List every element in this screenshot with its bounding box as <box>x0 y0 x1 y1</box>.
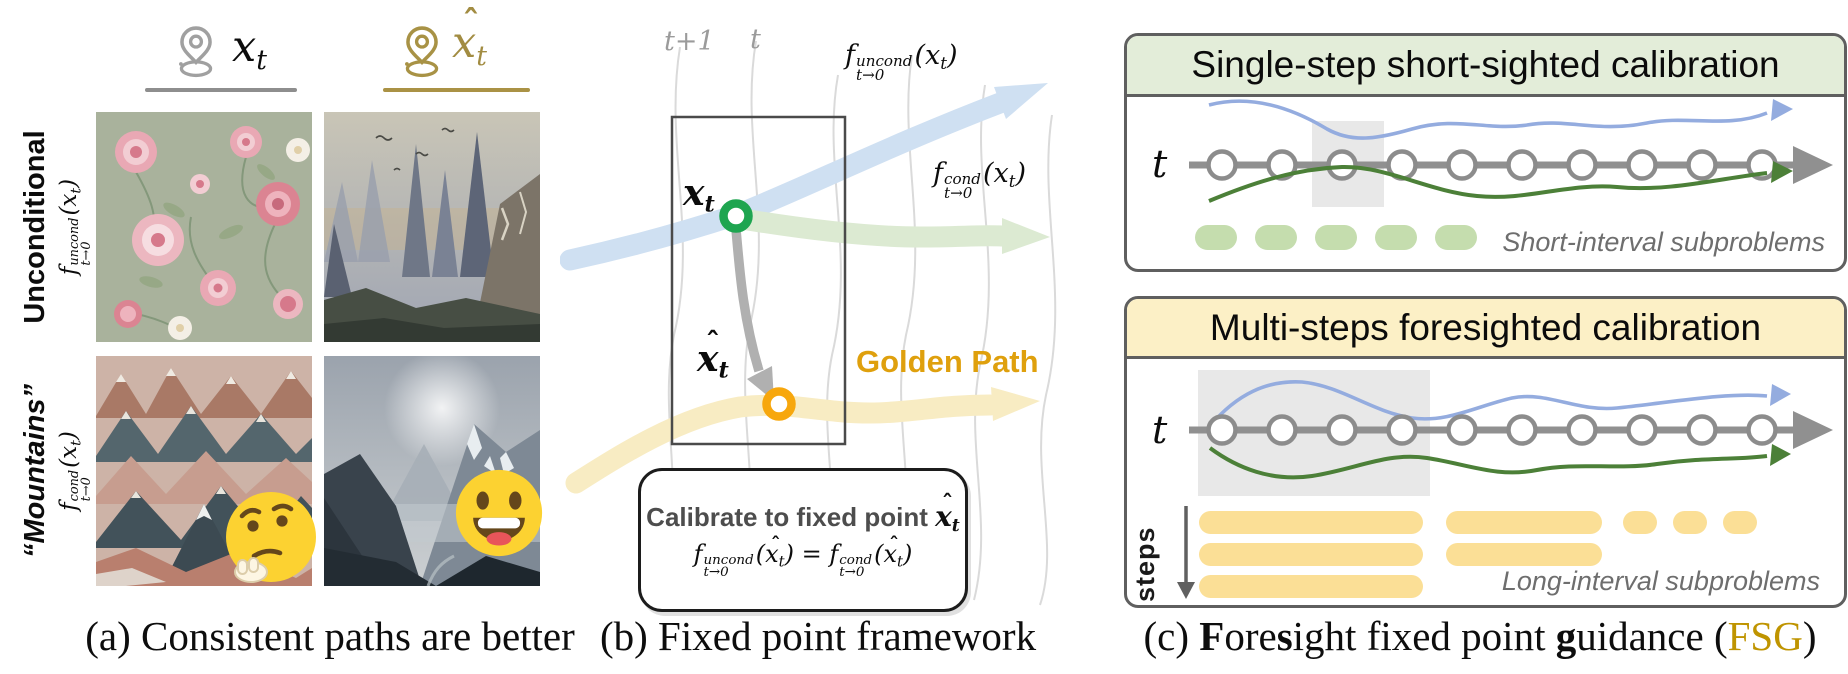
single-step-box: Single-step short-sighted calibration <box>1124 33 1847 272</box>
calibration-arrow <box>731 228 774 401</box>
bottom-timeline-graphic <box>1177 370 1833 599</box>
grinning-face-emoji <box>455 469 543 557</box>
xt-marker <box>719 199 753 233</box>
green-trajectory-top <box>1208 161 1793 203</box>
timeline-top <box>1189 146 1833 184</box>
single-step-title: Single-step short-sighted calibration <box>1191 44 1780 85</box>
steps-axis-arrow <box>1177 506 1195 599</box>
tick-t-plus-1: t+1 <box>664 26 715 57</box>
multi-step-title: Multi-steps foresighted calibration <box>1209 306 1762 348</box>
timeline-bottom <box>1189 411 1833 449</box>
short-interval-note: Short-interval subproblems <box>1502 227 1825 257</box>
fsg-acronym: FSG <box>1727 613 1803 659</box>
mountain-valley-image <box>324 356 543 586</box>
fantasy-landscape-image <box>324 112 540 342</box>
xt-header-label: xt <box>232 22 267 76</box>
bottom-t-label: t <box>1152 408 1168 452</box>
floral-pattern-image <box>96 112 312 342</box>
flat-mountains-image <box>96 356 316 586</box>
top-timeline-graphic <box>1189 99 1833 250</box>
caption-a: (a) Consistent paths are better <box>85 613 575 659</box>
single-step-titlebar: Single-step short-sighted calibration <box>1127 36 1844 97</box>
tick-t: t <box>750 24 761 55</box>
long-interval-note: Long-interval subproblems <box>1501 566 1820 596</box>
zoom-rectangle <box>670 115 847 446</box>
caption-c: (c) Foresight fixed point guidance (FSG) <box>1143 613 1817 659</box>
blue-trajectory-bottom <box>1208 380 1791 428</box>
multi-step-titlebar: Multi-steps foresighted calibration <box>1127 299 1844 359</box>
yellow-subproblem-bars <box>1199 511 1757 598</box>
xhat-marker <box>762 387 796 421</box>
green-trajectory-bottom <box>1208 444 1791 480</box>
cond-path <box>725 207 1050 254</box>
steps-axis-label: steps <box>1130 526 1160 602</box>
caption-b: (b) Fixed point framework <box>600 613 1037 659</box>
location-pin-icon <box>179 26 213 78</box>
thinking-face-emoji <box>226 492 316 583</box>
xhat-underline <box>383 88 530 92</box>
location-pin-gold-icon <box>405 26 439 78</box>
top-t-label: t <box>1152 142 1168 186</box>
golden-path-label: Golden Path <box>856 344 1039 379</box>
blue-trajectory-top <box>1208 99 1793 140</box>
green-subproblem-pills <box>1195 225 1477 250</box>
xt-point-label: xt <box>683 172 715 218</box>
xt-underline <box>145 88 297 92</box>
